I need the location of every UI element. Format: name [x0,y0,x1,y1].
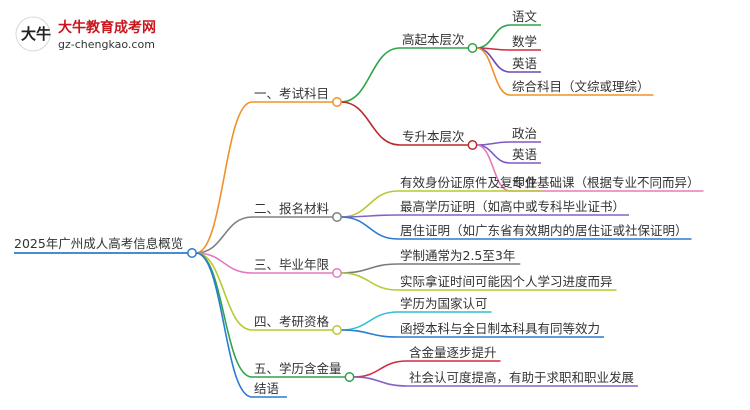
logo-emblem [15,16,51,52]
branch-1-leaf-1[interactable]: 最高学历证明（如高中或专科毕业证书） [400,199,625,214]
edge-branch-1-leaf-2 [340,216,399,240]
branch-4-collapse-toggle[interactable] [344,372,355,382]
branch-0-sub-0-leaf-0[interactable]: 语文 [512,9,538,24]
edge-branch-0-sub-0-leaf-0 [476,24,511,49]
logo-glyph: 大牛 [21,25,51,43]
branch-5[interactable]: 结语 [254,381,279,396]
branch-1-collapse-toggle[interactable] [332,212,342,222]
branch-1[interactable]: 二、报名材料 [254,201,330,216]
branch-2-leaf-0[interactable]: 学制通常为2.5至3年 [400,248,515,263]
edge-branch-0-sub-0 [340,47,401,103]
edge-branch-2-leaf-1 [340,272,399,291]
edge-branch-2-leaf-0 [340,263,399,274]
branch-0-sub-0-leaf-3[interactable]: 综合科目（文综或理综） [512,79,650,94]
edge-branch-3-leaf-0 [340,311,399,331]
edge-branch-4-leaf-1 [353,376,408,387]
labels-layer: 2025年广州成人高考信息概览一、考试科目高起本层次语文数学英语综合科目（文综或… [14,9,700,396]
edge-branch-0-sub-1-leaf-1 [476,144,511,164]
branch-0-sub-1-leaf-0[interactable]: 政治 [512,126,537,141]
branch-3-leaf-1[interactable]: 函授本科与全日制本科具有同等效力 [400,321,600,336]
branch-1-leaf-0[interactable]: 有效身份证原件及复印件 [400,175,538,190]
branch-2-collapse-toggle[interactable] [332,268,342,278]
edge-branch-0-sub-1-leaf-2 [476,144,511,192]
branch-0-sub-1-leaf-1[interactable]: 英语 [512,147,537,162]
branch-1-leaf-2[interactable]: 居住证明（如广东省有效期内的居住证或社保证明） [400,223,688,238]
edge-branch-0-sub-0-leaf-2 [476,47,511,73]
edges-layer [14,24,704,398]
edge-branch-0-sub-1-leaf-0 [476,141,511,146]
branch-3-collapse-toggle[interactable] [332,325,342,335]
edge-root-branch-3 [195,252,253,331]
branch-0-sub-0-collapse-toggle[interactable] [467,43,478,53]
edge-root-branch-1 [195,216,253,254]
edge-branch-1-leaf-0 [340,190,399,218]
edge-root-branch-2 [195,252,253,274]
edge-branch-3-leaf-1 [340,329,399,338]
branch-2[interactable]: 三、毕业年限 [254,257,330,272]
root-topic[interactable]: 2025年广州成人高考信息概览 [14,236,183,251]
edge-root-branch-0 [195,101,253,254]
branch-0-sub-1-leaf-2[interactable]: 专业基础课（根据专业不同而异） [512,175,700,190]
branch-4-leaf-1[interactable]: 社会认可度提高，有助于求职和职业发展 [409,370,634,385]
branch-0-sub-0-leaf-1[interactable]: 数学 [512,34,537,49]
edge-branch-0-sub-1 [340,101,401,146]
branch-3-leaf-0[interactable]: 学历为国家认可 [400,296,488,311]
branch-0-sub-0[interactable]: 高起本层次 [402,32,465,47]
root-collapse-toggle[interactable] [187,248,197,258]
branch-4-leaf-0[interactable]: 含金量逐步提升 [409,345,497,360]
edge-branch-4-leaf-0 [353,360,408,378]
site-logo[interactable]: 大牛 大牛教育成考网 gz-chengkao.com [15,16,156,52]
branch-2-leaf-1[interactable]: 实际拿证时间可能因个人学习进度而异 [400,274,613,289]
branch-0-collapse-toggle[interactable] [332,97,342,107]
branch-0-sub-1[interactable]: 专升本层次 [402,129,465,144]
branch-3[interactable]: 四、考研资格 [254,314,330,329]
logo-url: gz-chengkao.com [58,38,155,51]
branch-0-sub-1-collapse-toggle[interactable] [467,140,478,150]
edge-root-branch-5 [195,252,253,398]
branch-0-sub-0-leaf-2[interactable]: 英语 [512,56,537,71]
branch-4[interactable]: 五、学历含金量 [254,361,342,376]
edge-branch-0-sub-0-leaf-3 [476,47,511,96]
branch-0[interactable]: 一、考试科目 [254,86,329,101]
logo-title: 大牛教育成考网 [58,19,156,36]
